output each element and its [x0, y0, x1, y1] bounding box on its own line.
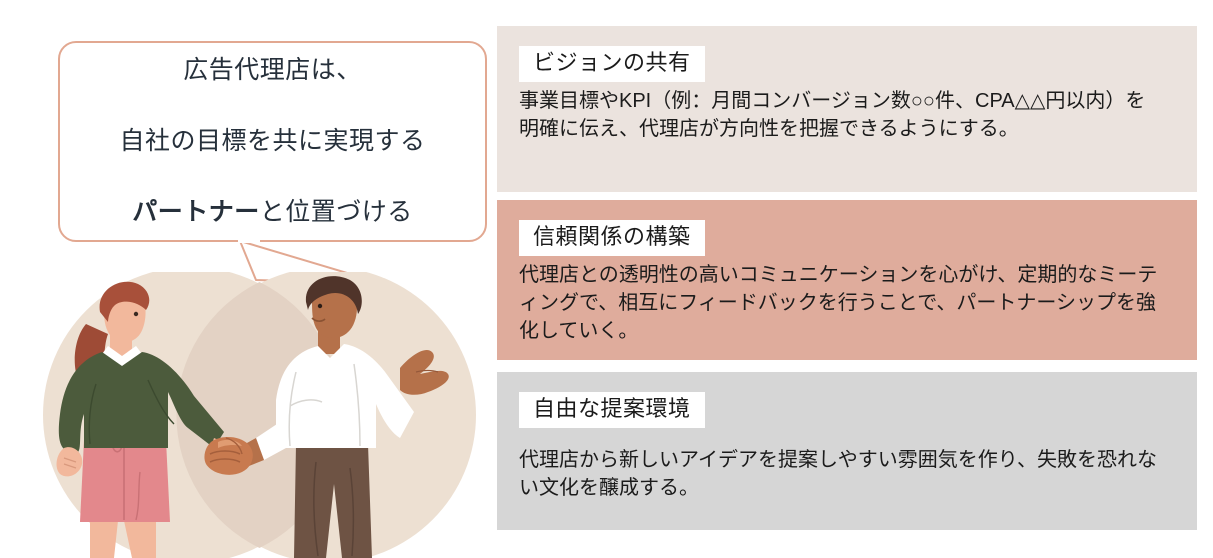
- man-left-sleeve: [256, 422, 286, 460]
- panel-vision-sharing: ビジョンの共有 事業目標やKPI（例：月間コンバージョン数○○件、CPA△△円以…: [497, 26, 1197, 192]
- panel-trust-building: 信頼関係の構築 代理店との透明性の高いコミュニケーションを心がけ、定期的なミーテ…: [497, 200, 1197, 360]
- panel-title: 自由な提案環境: [533, 396, 691, 421]
- man-trousers-fold-2: [349, 467, 355, 557]
- panels-column: ビジョンの共有 事業目標やKPI（例：月間コンバージョン数○○件、CPA△△円以…: [497, 0, 1213, 558]
- speech-bubble-line-3: パートナーと位置づける: [60, 195, 485, 231]
- speech-bubble-line-3-rest: と位置づける: [259, 197, 413, 226]
- panel-body: 代理店から新しいアイデアを提案しやすい雰囲気を作り、失敗を恐れない文化を醸成する…: [519, 448, 1157, 499]
- handshake-knuckle: [225, 437, 243, 455]
- woman-sweater-crease-2: [147, 379, 175, 425]
- speech-bubble-emphasis: パートナー: [132, 197, 260, 226]
- handshake-thumb: [218, 439, 242, 448]
- woman-left-hand: [56, 447, 83, 477]
- man-eye: [317, 303, 323, 309]
- panel-title-box: ビジョンの共有: [519, 46, 705, 82]
- man-mouth: [311, 317, 326, 322]
- man-shirt-crease: [288, 371, 297, 447]
- woman-skirt-fold-2: [135, 471, 141, 521]
- handshake-clasp: [204, 436, 253, 475]
- woman-collar: [102, 346, 142, 366]
- woman-sweater-crease: [88, 383, 97, 445]
- woman-hair-front: [99, 281, 150, 322]
- panel-title: 信頼関係の構築: [533, 224, 691, 249]
- panel-title-box: 信頼関係の構築: [519, 220, 705, 256]
- panel-title: ビジョンの共有: [533, 50, 691, 75]
- speech-bubble: 広告代理店は、 自社の目標を共に実現する パートナーと位置づける: [58, 41, 487, 242]
- man-trousers: [294, 444, 372, 558]
- handshake-fingers: [209, 450, 241, 463]
- speech-bubble-line-2: 自社の目標を共に実現する: [119, 126, 426, 155]
- woman-skirt: [80, 440, 170, 522]
- woman-eye: [133, 311, 139, 317]
- panel-body: 代理店との透明性の高いコミュニケーションを心がけ、定期的なミーティングで、相互に…: [519, 263, 1158, 343]
- left-column: 広告代理店は、 自社の目標を共に実現する パートナーと位置づける: [0, 0, 497, 558]
- woman-left-hand-lines: [63, 457, 77, 469]
- woman-sweater: [58, 352, 224, 453]
- man-raised-hand-lines: [415, 369, 439, 373]
- man-hair: [305, 276, 362, 314]
- speech-bubble-line-1: 広告代理店は、: [183, 55, 362, 84]
- panel-body: 事業目標やKPI（例：月間コンバージョン数○○件、CPA△△円以内）を明確に伝え…: [519, 89, 1146, 140]
- man-trousers-fold: [313, 461, 319, 557]
- handshake-illustration: [43, 272, 476, 558]
- speech-bubble-text: 広告代理店は、 自社の目標を共に実現する パートナーと位置づける: [60, 17, 485, 266]
- panel-title-box: 自由な提案環境: [519, 392, 705, 428]
- man-sleeve-crease: [289, 399, 323, 407]
- man-shirt: [276, 344, 414, 448]
- man-shirt-crease-2: [353, 363, 361, 447]
- panel-free-proposal-environment: 自由な提案環境 代理店から新しいアイデアを提案しやすい雰囲気を作り、失敗を恐れな…: [497, 372, 1197, 530]
- man-raised-hand: [400, 349, 449, 395]
